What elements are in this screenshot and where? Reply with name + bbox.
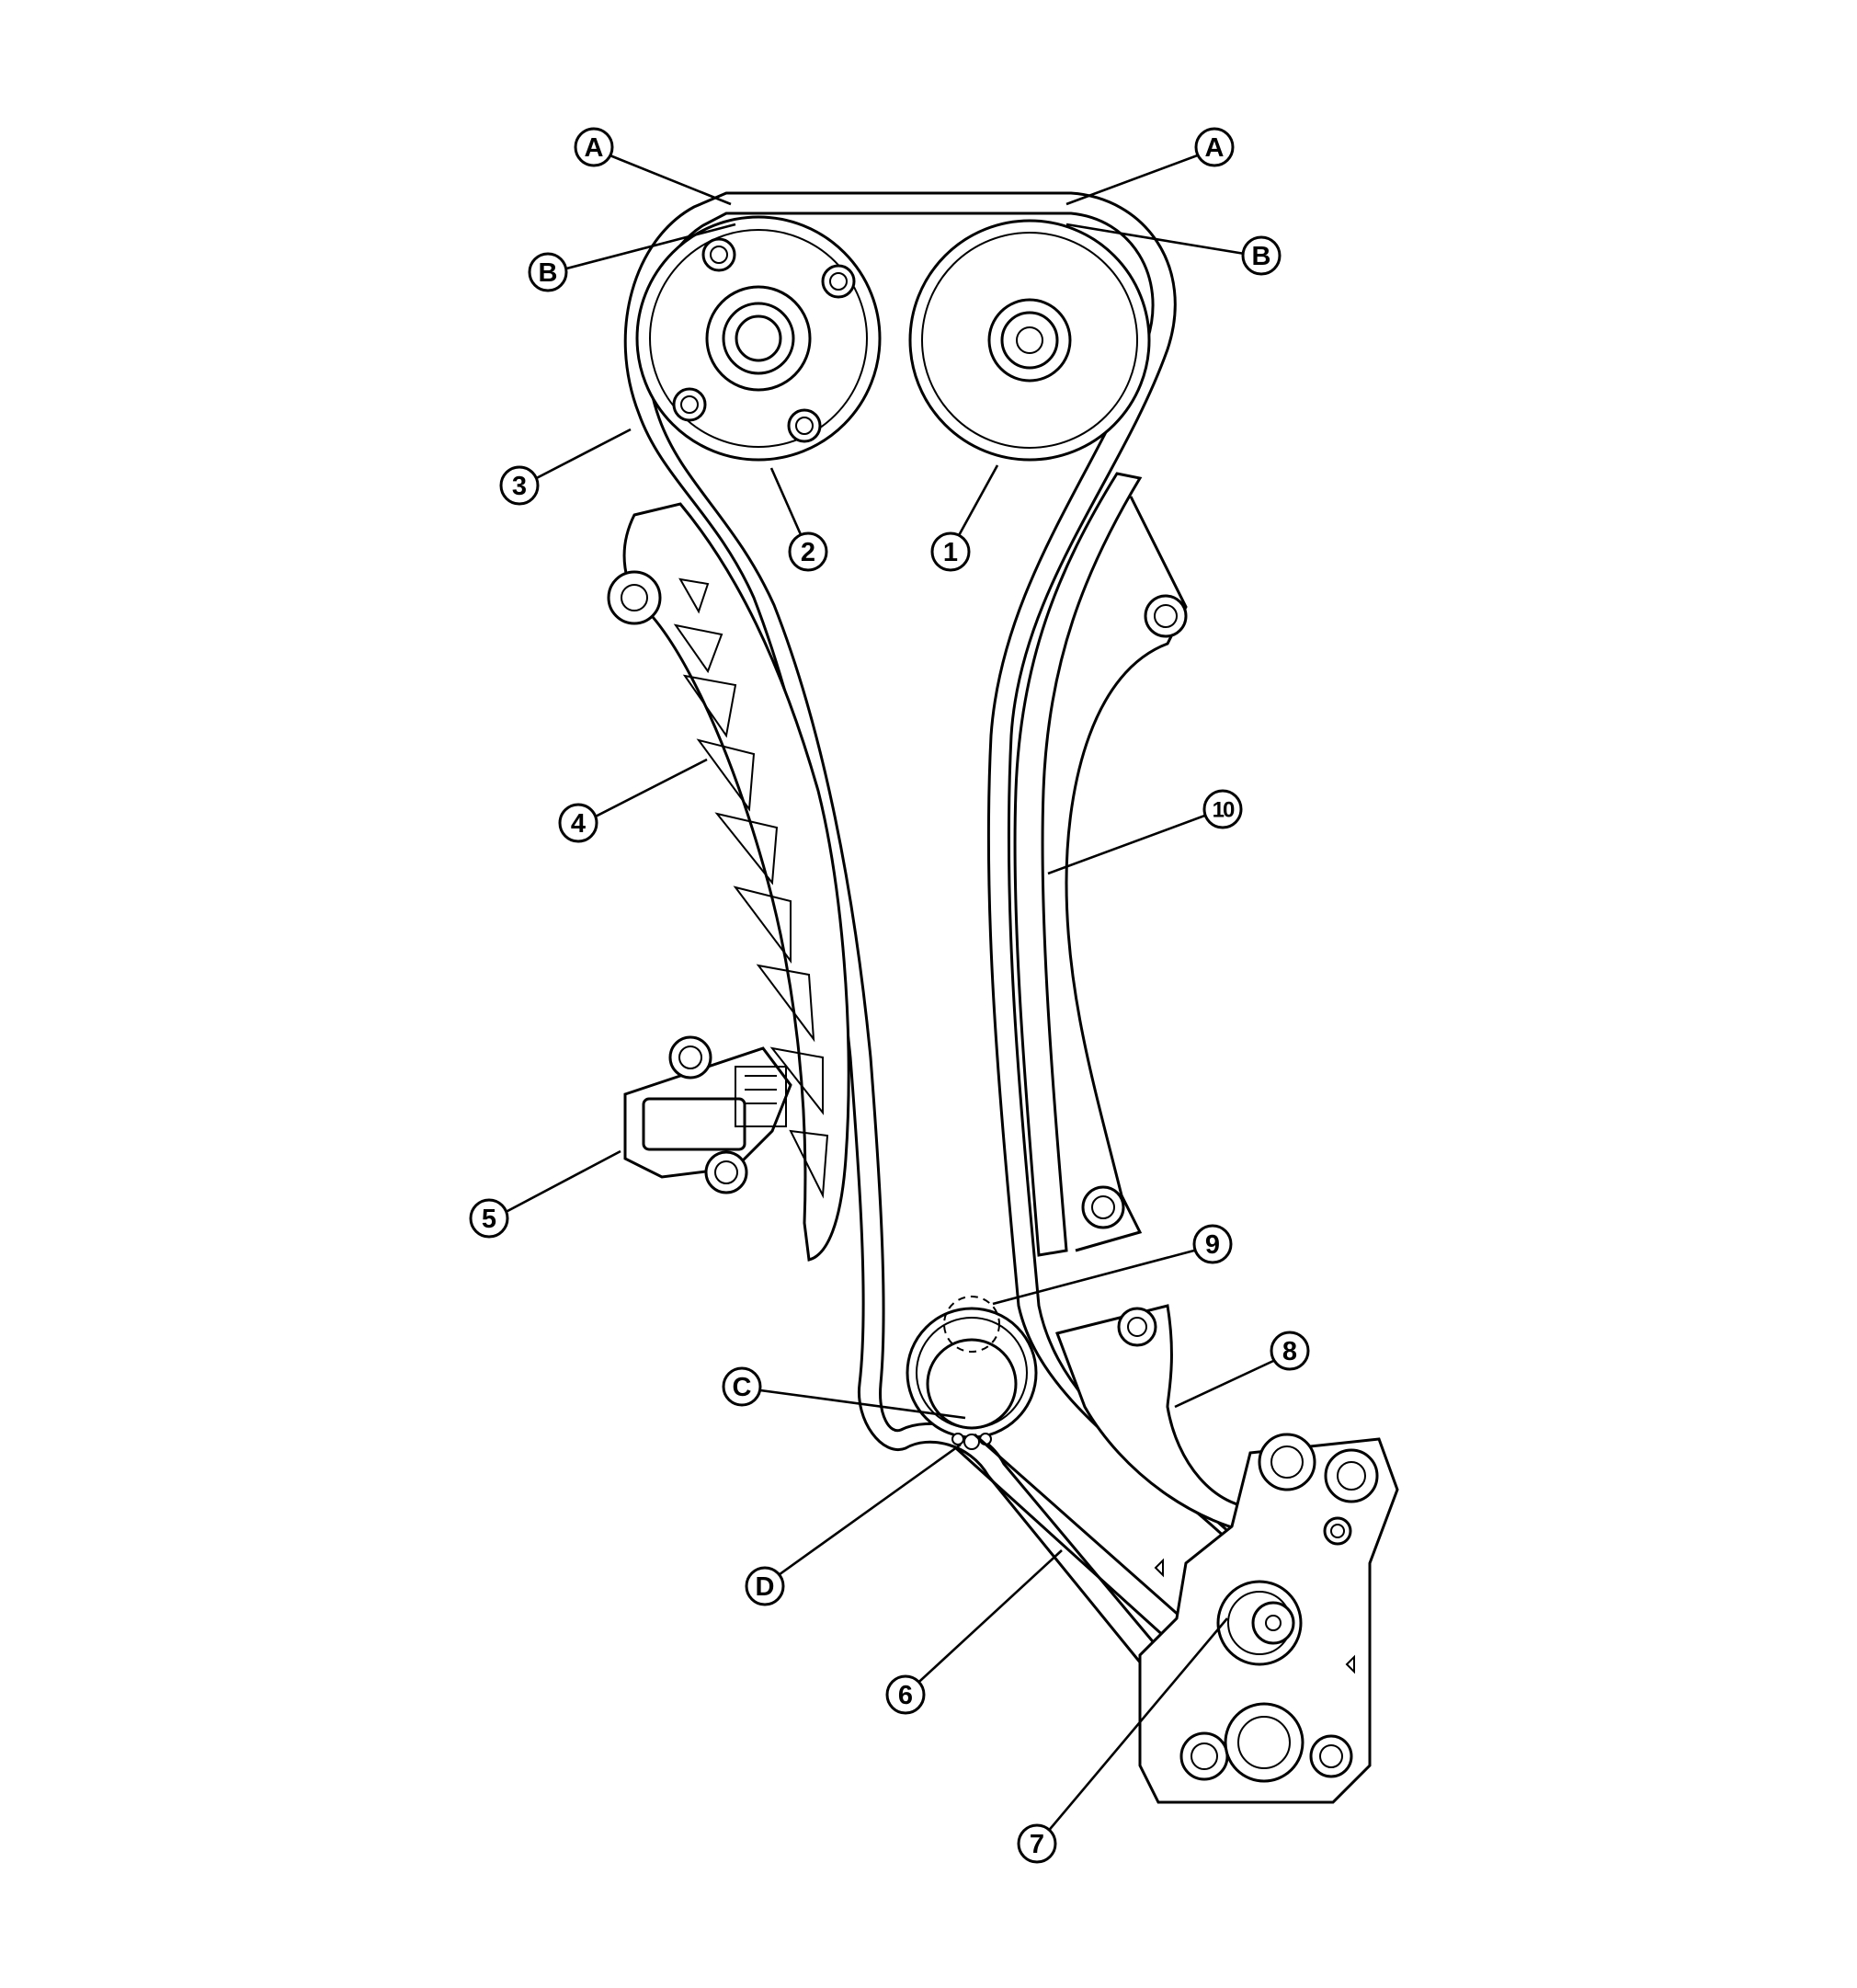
oil-pump-assembly (1138, 1433, 1399, 1804)
svg-text:D: D (756, 1572, 775, 1602)
callout-leaders (493, 149, 1286, 1840)
callout-C: C (722, 1366, 762, 1407)
callout-1: 1 (930, 531, 971, 572)
callout-B-left: B (528, 252, 568, 292)
leader-1 (951, 464, 999, 548)
svg-text:3: 3 (512, 472, 527, 501)
leader-4 (582, 758, 708, 825)
exhaust-camshaft-sprocket (908, 219, 1151, 462)
svg-text:5: 5 (482, 1205, 496, 1234)
oil-pump-chain-guide (1055, 1304, 1271, 1537)
leader-B-left (552, 223, 736, 274)
leader-B-right (1065, 223, 1257, 257)
svg-text:A: A (585, 133, 604, 163)
svg-text:6: 6 (898, 1681, 913, 1710)
svg-text:1: 1 (943, 538, 958, 567)
leader-7 (1041, 1617, 1228, 1840)
callout-A-left: A (574, 127, 614, 167)
leader-10 (1047, 809, 1218, 875)
svg-text:7: 7 (1030, 1830, 1044, 1859)
callout-4: 4 (558, 803, 598, 843)
svg-text:C: C (733, 1373, 752, 1402)
callout-9: 9 (1192, 1224, 1233, 1264)
leader-D (769, 1443, 962, 1583)
crankshaft-sprocket (906, 1296, 1038, 1450)
leader-3 (523, 428, 632, 486)
leader-A-left (598, 149, 732, 206)
slack-guide (607, 502, 850, 1262)
tension-guide (1013, 472, 1188, 1257)
callout-A-right: A (1194, 127, 1235, 167)
leader-6 (909, 1549, 1063, 1691)
svg-text:B: B (539, 258, 558, 288)
svg-text:B: B (1252, 242, 1271, 271)
chain-tensioner (623, 1035, 792, 1194)
callout-8: 8 (1270, 1331, 1310, 1371)
svg-text:9: 9 (1205, 1230, 1220, 1260)
callout-6: 6 (885, 1674, 926, 1715)
callout-B-right: B (1241, 235, 1282, 276)
callout-D: D (745, 1566, 785, 1606)
intake-camshaft-sprocket (635, 215, 882, 462)
leader-5 (493, 1149, 621, 1220)
leader-C (746, 1387, 966, 1420)
leader-8 (1174, 1354, 1286, 1409)
svg-text:A: A (1205, 133, 1225, 163)
svg-text:10: 10 (1213, 798, 1235, 823)
callout-2: 2 (788, 531, 828, 572)
leader-9 (992, 1245, 1209, 1306)
svg-text:2: 2 (801, 538, 815, 567)
leader-A-right (1065, 149, 1211, 206)
oil-pump-chain (954, 1433, 1214, 1666)
svg-text:8: 8 (1282, 1337, 1297, 1366)
svg-text:4: 4 (571, 809, 586, 839)
callout-5: 5 (469, 1198, 509, 1239)
callout-7: 7 (1017, 1823, 1057, 1864)
callout-3: 3 (499, 465, 540, 506)
callout-10: 10 (1202, 789, 1243, 829)
